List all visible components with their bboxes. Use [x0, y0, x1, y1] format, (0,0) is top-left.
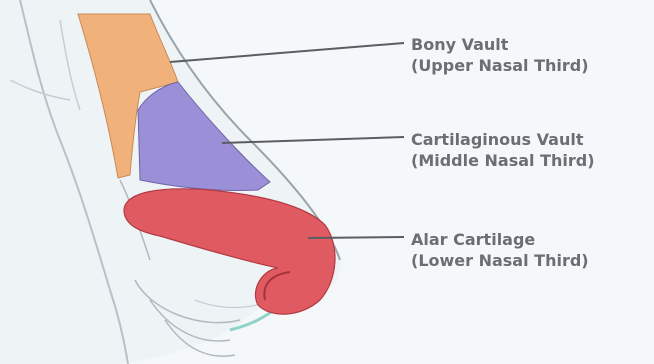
label-alar-cartilage-subtitle: (Lower Nasal Third) — [411, 250, 589, 271]
label-alar-cartilage-title: Alar Cartilage — [411, 229, 589, 250]
label-bony-vault: Bony Vault (Upper Nasal Third) — [411, 34, 589, 76]
label-cartilaginous-vault: Cartilaginous Vault (Middle Nasal Third) — [411, 129, 595, 171]
label-bony-vault-subtitle: (Upper Nasal Third) — [411, 55, 589, 76]
label-alar-cartilage: Alar Cartilage (Lower Nasal Third) — [411, 229, 589, 271]
label-bony-vault-title: Bony Vault — [411, 34, 589, 55]
leader-line-alar — [308, 237, 404, 238]
label-cartilaginous-vault-title: Cartilaginous Vault — [411, 129, 595, 150]
label-cartilaginous-vault-subtitle: (Middle Nasal Third) — [411, 150, 595, 171]
leader-line-bony — [170, 43, 404, 62]
